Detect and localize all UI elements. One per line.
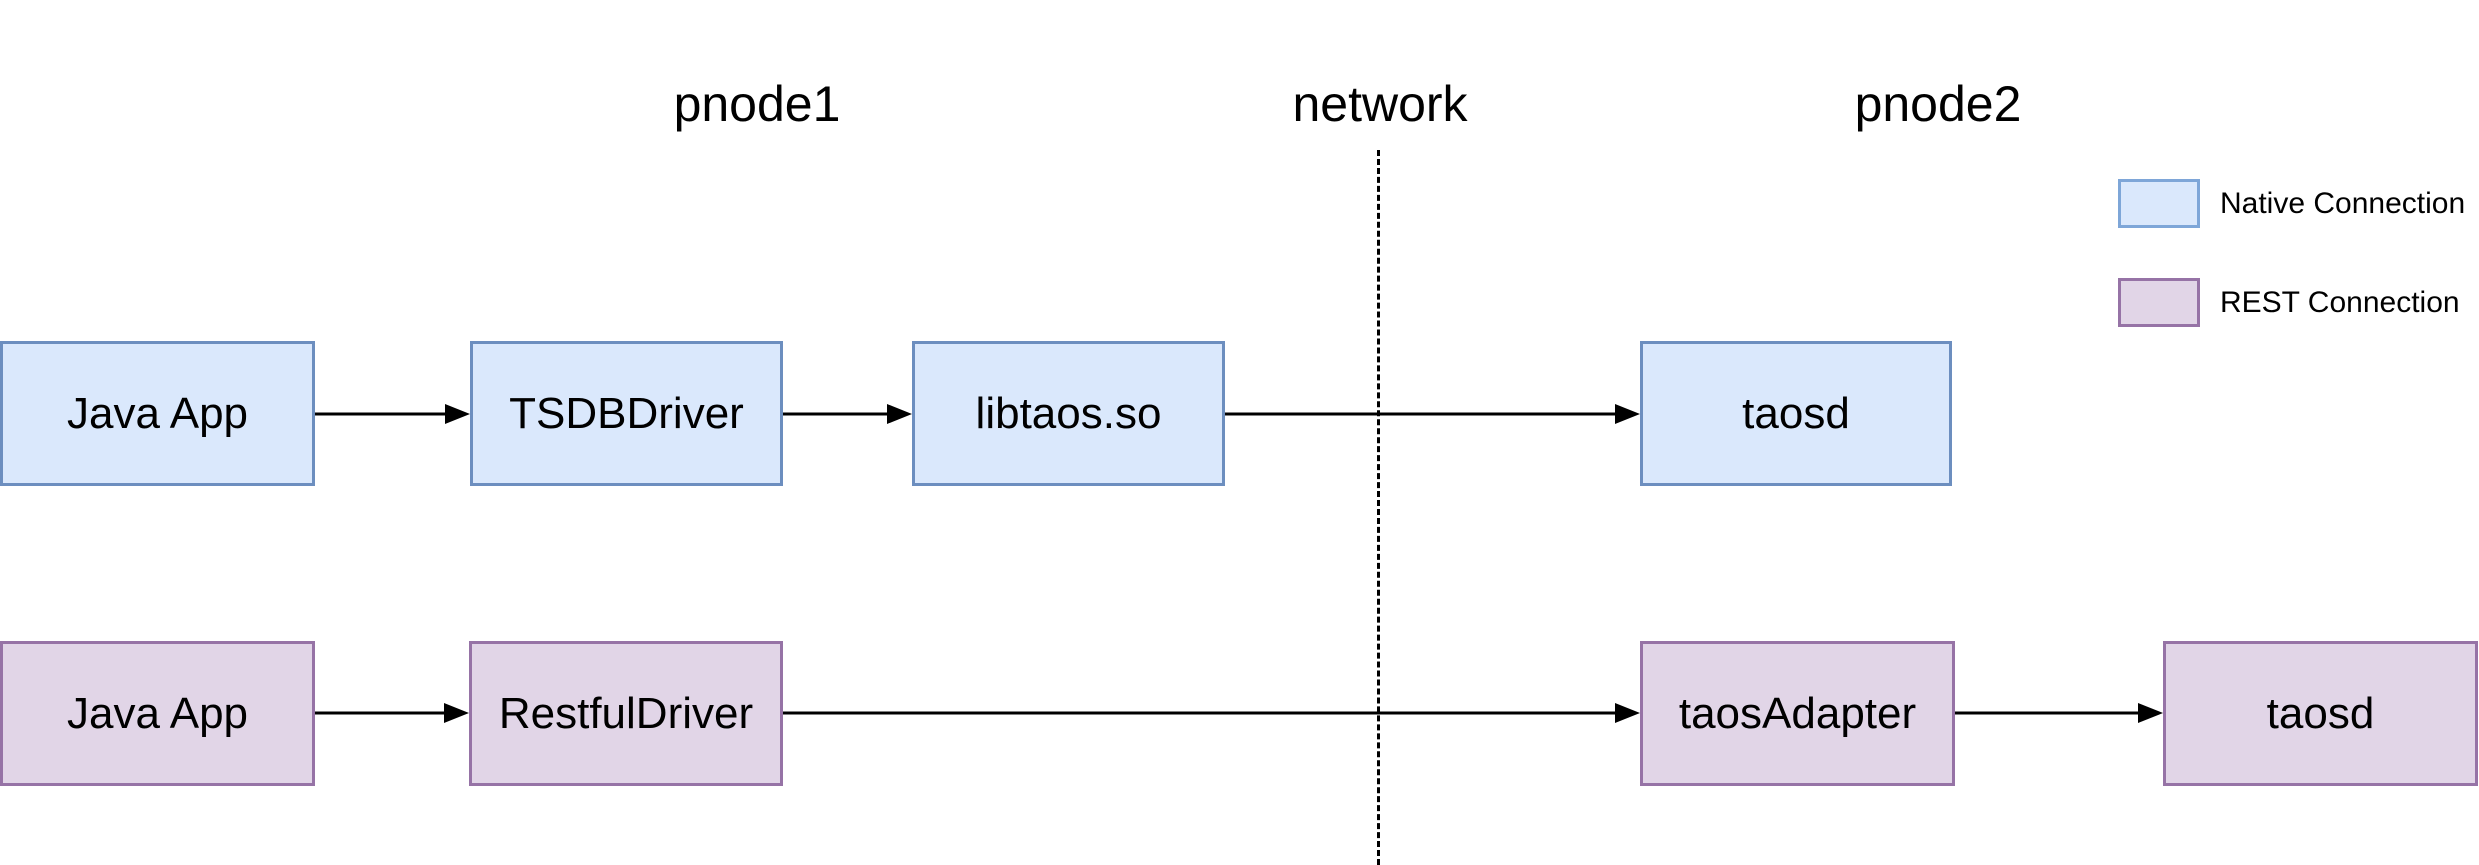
node-restful-driver: RestfulDriver	[469, 641, 783, 786]
arrow-javaapp-to-restfuldriver	[315, 702, 469, 724]
node-libtaos-so: libtaos.so	[912, 341, 1225, 486]
arrow-libtaos-to-taosd	[1225, 403, 1640, 425]
node-label: libtaos.so	[975, 388, 1162, 438]
node-label: RestfulDriver	[498, 688, 754, 738]
node-tsdb-driver: TSDBDriver	[470, 341, 783, 486]
node-taosd-rest: taosd	[2163, 641, 2478, 786]
node-label: taosAdapter	[1678, 688, 1917, 738]
arrow-javaapp-to-tsdbdriver	[315, 403, 470, 425]
node-java-app-rest: Java App	[0, 641, 315, 786]
legend-label-native: Native Connection	[2220, 186, 2466, 220]
node-label: taosd	[1742, 388, 1850, 438]
node-label: Java App	[66, 388, 249, 438]
arrow-tsdbdriver-to-libtaos	[783, 403, 912, 425]
zone-label-pnode1: pnode1	[673, 76, 841, 132]
node-java-app-native: Java App	[0, 341, 315, 486]
zone-label-network: network	[1292, 76, 1468, 132]
legend-item-rest-connection: REST Connection	[2118, 278, 2460, 327]
legend-swatch-native	[2118, 179, 2200, 228]
legend-swatch-rest	[2118, 278, 2200, 327]
zone-label-pnode2: pnode2	[1854, 76, 2022, 132]
arrow-taosadapter-to-taosd	[1955, 702, 2163, 724]
legend-item-native-connection: Native Connection	[2118, 179, 2465, 228]
legend-label-rest: REST Connection	[2220, 285, 2460, 319]
node-label: TSDBDriver	[509, 388, 744, 438]
node-taos-adapter: taosAdapter	[1640, 641, 1955, 786]
node-taosd-native: taosd	[1640, 341, 1952, 486]
arrow-restfuldriver-to-taosadapter	[783, 702, 1640, 724]
node-label: Java App	[66, 688, 249, 738]
node-label: taosd	[2266, 688, 2375, 738]
network-boundary-dashed-line	[1377, 150, 1380, 865]
